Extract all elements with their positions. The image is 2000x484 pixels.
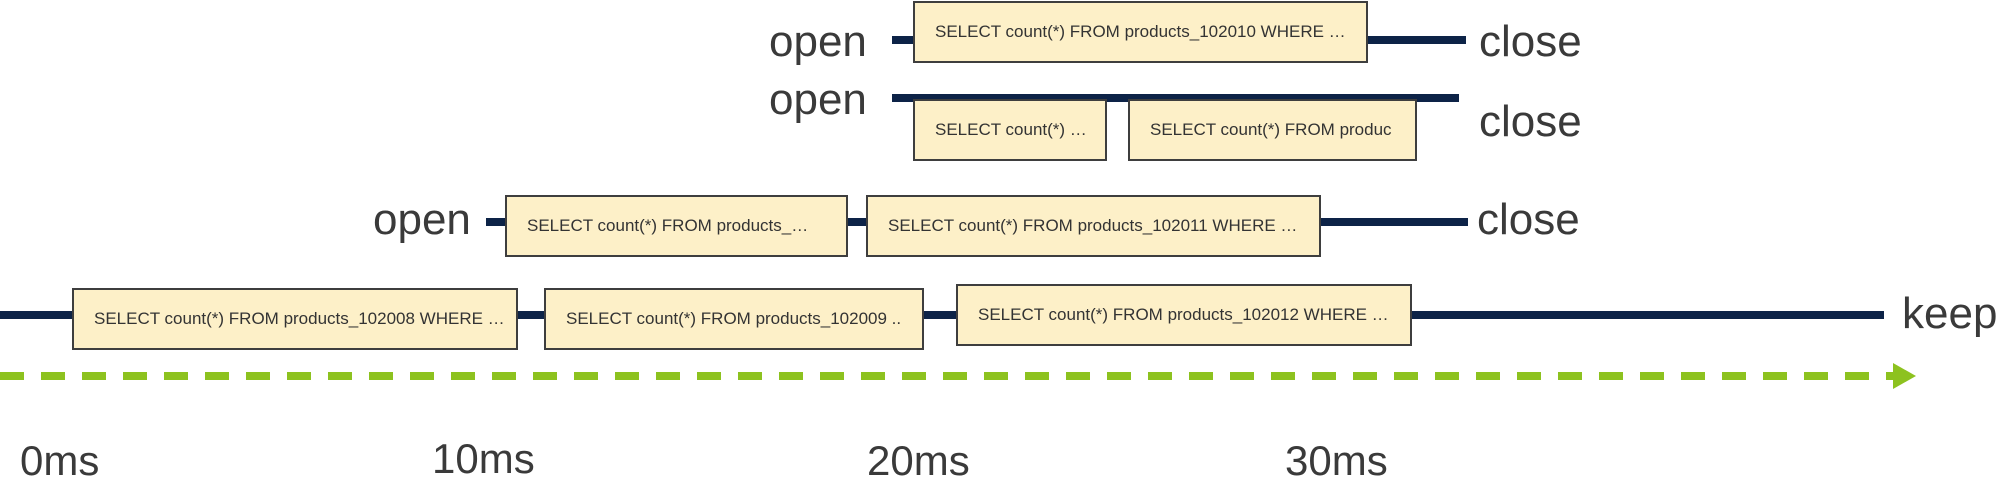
query-box: SELECT count(*) … xyxy=(913,99,1107,161)
close-label: close xyxy=(1479,97,1582,146)
query-box: SELECT count(*) FROM products_102012 WHE… xyxy=(956,284,1412,346)
close-label: close xyxy=(1479,17,1582,66)
open-label: open xyxy=(769,75,867,124)
query-box: SELECT count(*) FROM products_102009 .. xyxy=(544,288,924,350)
query-box: SELECT count(*) FROM products_… xyxy=(505,195,848,257)
query-box: SELECT count(*) FROM products_102011 WHE… xyxy=(866,195,1321,257)
time-tick-30: 30ms xyxy=(1285,437,1388,484)
connection-line xyxy=(892,94,1459,102)
query-box: SELECT count(*) FROM products_102010 WHE… xyxy=(913,1,1368,63)
connection-line xyxy=(0,311,1884,319)
time-tick-10: 10ms xyxy=(432,435,535,482)
query-box: SELECT count(*) FROM produc xyxy=(1128,99,1417,161)
open-label: open xyxy=(373,195,471,244)
query-box: SELECT count(*) FROM products_102008 WHE… xyxy=(72,288,518,350)
open-label: open xyxy=(769,17,867,66)
time-tick-0: 0ms xyxy=(20,437,100,484)
keep-label: keep xyxy=(1902,289,1998,338)
close-label: close xyxy=(1477,195,1580,244)
time-tick-20: 20ms xyxy=(867,437,970,484)
